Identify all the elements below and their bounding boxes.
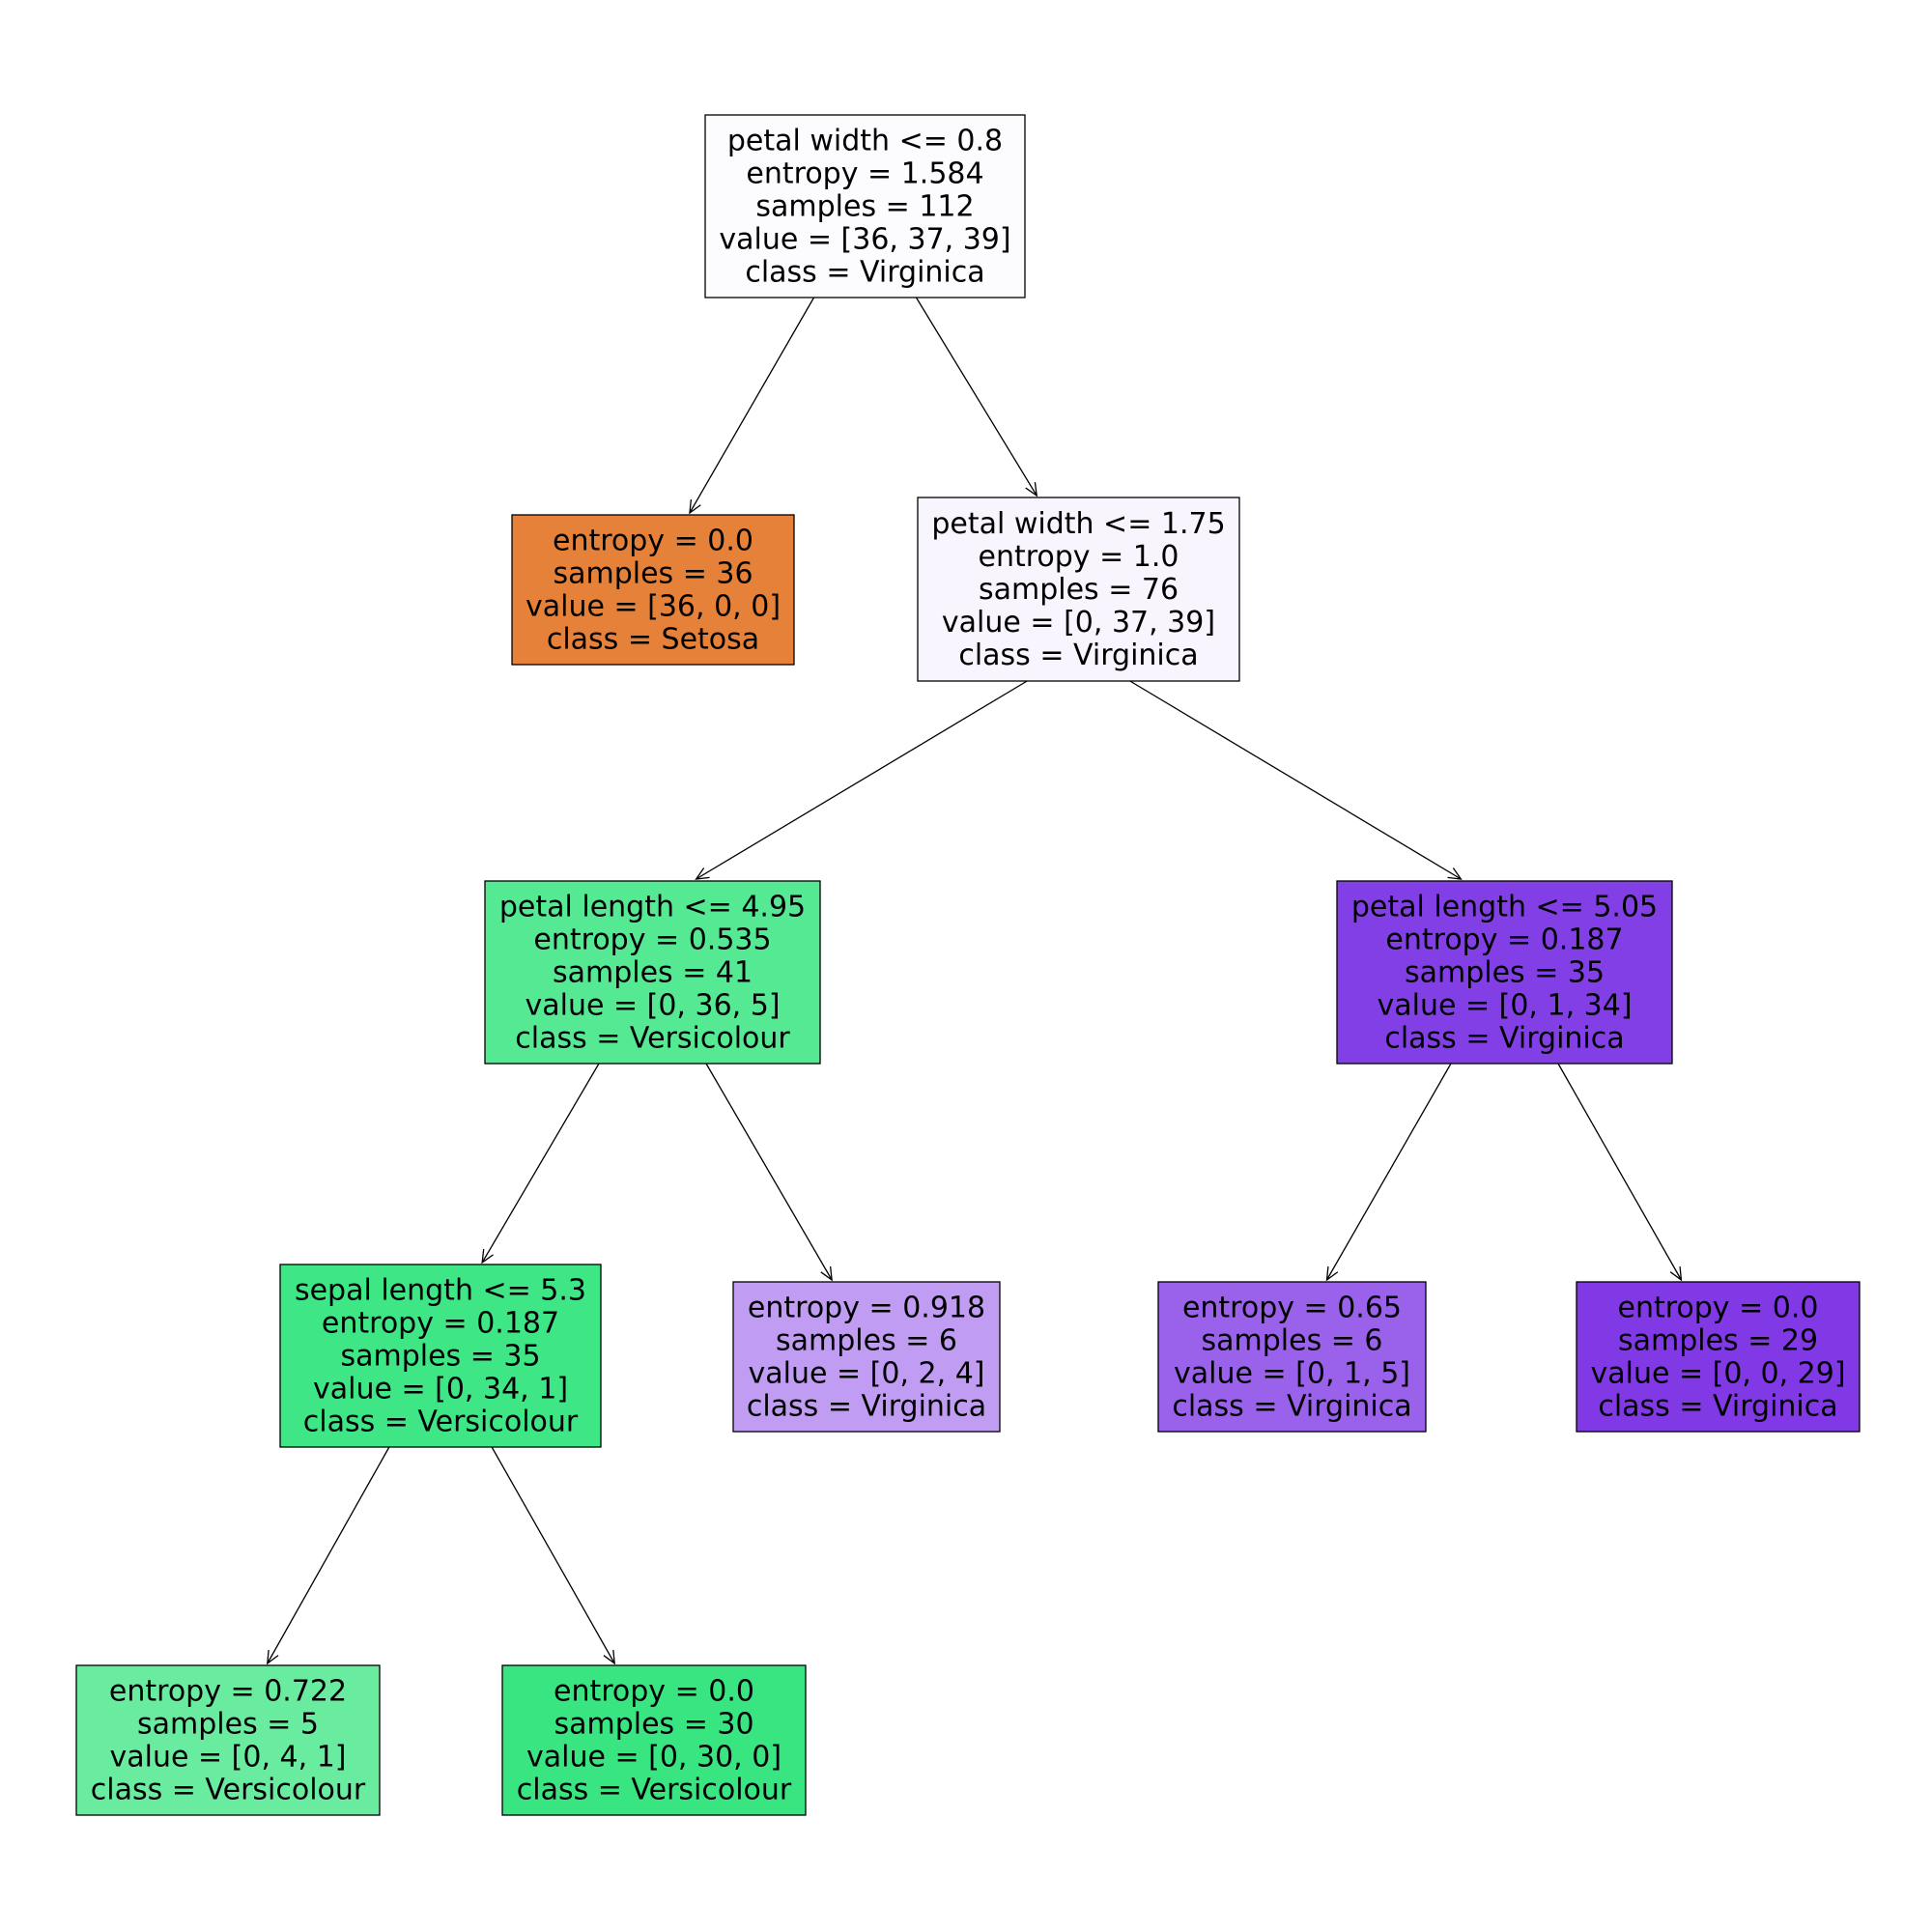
node-text-line: petal length <= 4.95 xyxy=(499,891,806,924)
arrowhead-icon xyxy=(481,1249,494,1264)
node-text-line: value = [0, 36, 5] xyxy=(525,989,780,1023)
node-text-line: samples = 6 xyxy=(1202,1324,1383,1358)
node-text-line: entropy = 0.0 xyxy=(554,1675,754,1709)
node-text-line: value = [0, 34, 1] xyxy=(313,1373,568,1406)
node-text-line: samples = 112 xyxy=(755,190,974,224)
node-text-line: petal length <= 5.05 xyxy=(1351,891,1658,924)
arrowhead-icon xyxy=(267,1649,279,1665)
node-text-line: entropy = 0.0 xyxy=(553,525,753,558)
edge-n4-n7 xyxy=(1325,1063,1452,1281)
node-box xyxy=(1576,1281,1861,1433)
node-text-line: samples = 35 xyxy=(1405,956,1605,990)
node-text-line: samples = 30 xyxy=(554,1708,753,1742)
node-box xyxy=(501,1664,807,1816)
node-text-line: value = [36, 0, 0] xyxy=(526,590,781,624)
node-box xyxy=(1157,1281,1427,1433)
node-text-line: class = Versicolour xyxy=(91,1774,366,1807)
node-text-line: class = Versicolour xyxy=(515,1022,790,1056)
arrowhead-icon xyxy=(1447,867,1463,880)
arrowhead-icon xyxy=(689,499,701,515)
node-text-line: entropy = 0.535 xyxy=(533,923,771,957)
node-text-line: petal width <= 0.8 xyxy=(727,125,1003,158)
node-text-line: value = [0, 30, 0] xyxy=(526,1741,781,1775)
node-box xyxy=(732,1281,1001,1433)
node-text-line: class = Virginica xyxy=(1384,1022,1624,1056)
arrowhead-icon xyxy=(820,1266,833,1282)
node-text-line: value = [0, 0, 29] xyxy=(1590,1357,1845,1391)
node-text-line: entropy = 0.187 xyxy=(322,1307,559,1341)
node-box xyxy=(484,880,821,1065)
edges-layer xyxy=(267,297,1683,1665)
node-text-line: entropy = 0.918 xyxy=(748,1292,985,1325)
edge-n0-n2 xyxy=(915,297,1037,497)
arrowhead-icon xyxy=(1325,1266,1339,1282)
node-text-line: petal width <= 1.75 xyxy=(931,507,1225,541)
edge-n3-n6 xyxy=(705,1063,833,1281)
node-text-line: class = Virginica xyxy=(1172,1390,1411,1424)
node-text-line: class = Virginica xyxy=(747,1390,986,1424)
node-text-line: samples = 6 xyxy=(776,1324,957,1358)
node-box xyxy=(917,497,1240,682)
node-text-line: entropy = 0.187 xyxy=(1385,923,1623,957)
node-text-line: entropy = 1.0 xyxy=(979,540,1179,574)
node-text-line: class = Versicolour xyxy=(303,1406,579,1439)
edge-n2-n4 xyxy=(1129,680,1462,880)
arrowhead-icon xyxy=(1025,482,1038,497)
edge-n0-n1 xyxy=(689,297,815,514)
node-text-line: entropy = 1.584 xyxy=(746,157,983,191)
node-box xyxy=(511,514,795,666)
node-text-line: samples = 35 xyxy=(340,1340,540,1374)
edge-n5-n9 xyxy=(267,1446,390,1664)
edge-n4-n8 xyxy=(1557,1063,1682,1281)
node-text-line: value = [0, 1, 34] xyxy=(1377,989,1632,1023)
node-text-line: class = Virginica xyxy=(745,256,984,290)
node-text-line: entropy = 0.65 xyxy=(1182,1292,1402,1325)
node-box xyxy=(1336,880,1673,1065)
node-text-line: value = [36, 37, 39] xyxy=(719,223,1010,257)
node-text-line: value = [0, 37, 39] xyxy=(942,606,1215,639)
node-text-line: value = [0, 1, 5] xyxy=(1174,1357,1410,1391)
node-box xyxy=(279,1264,602,1448)
node-text-line: sepal length <= 5.3 xyxy=(295,1274,586,1308)
node-text-line: entropy = 0.0 xyxy=(1618,1292,1819,1325)
node-text-line: samples = 36 xyxy=(553,557,753,591)
node-text-line: value = [0, 2, 4] xyxy=(749,1357,985,1391)
node-text-line: class = Virginica xyxy=(958,639,1198,672)
arrowhead-icon xyxy=(603,1650,615,1665)
arrowhead-icon xyxy=(1669,1266,1683,1282)
node-text-line: samples = 76 xyxy=(979,573,1179,607)
node-text-line: class = Setosa xyxy=(547,623,759,657)
node-text-line: class = Virginica xyxy=(1598,1390,1837,1424)
arrowhead-icon xyxy=(695,867,710,880)
edge-n5-n10 xyxy=(491,1446,615,1664)
node-text-line: samples = 41 xyxy=(553,956,753,990)
node-text-line: class = Versicolour xyxy=(517,1774,792,1807)
node-box xyxy=(75,1664,381,1816)
node-text-line: value = [0, 4, 1] xyxy=(110,1741,347,1775)
node-box xyxy=(704,114,1026,298)
node-text-line: samples = 5 xyxy=(137,1708,319,1742)
node-text-line: entropy = 0.722 xyxy=(109,1675,347,1709)
edge-n3-n5 xyxy=(481,1063,600,1264)
edge-n2-n3 xyxy=(696,680,1028,880)
node-text-line: samples = 29 xyxy=(1618,1324,1818,1358)
